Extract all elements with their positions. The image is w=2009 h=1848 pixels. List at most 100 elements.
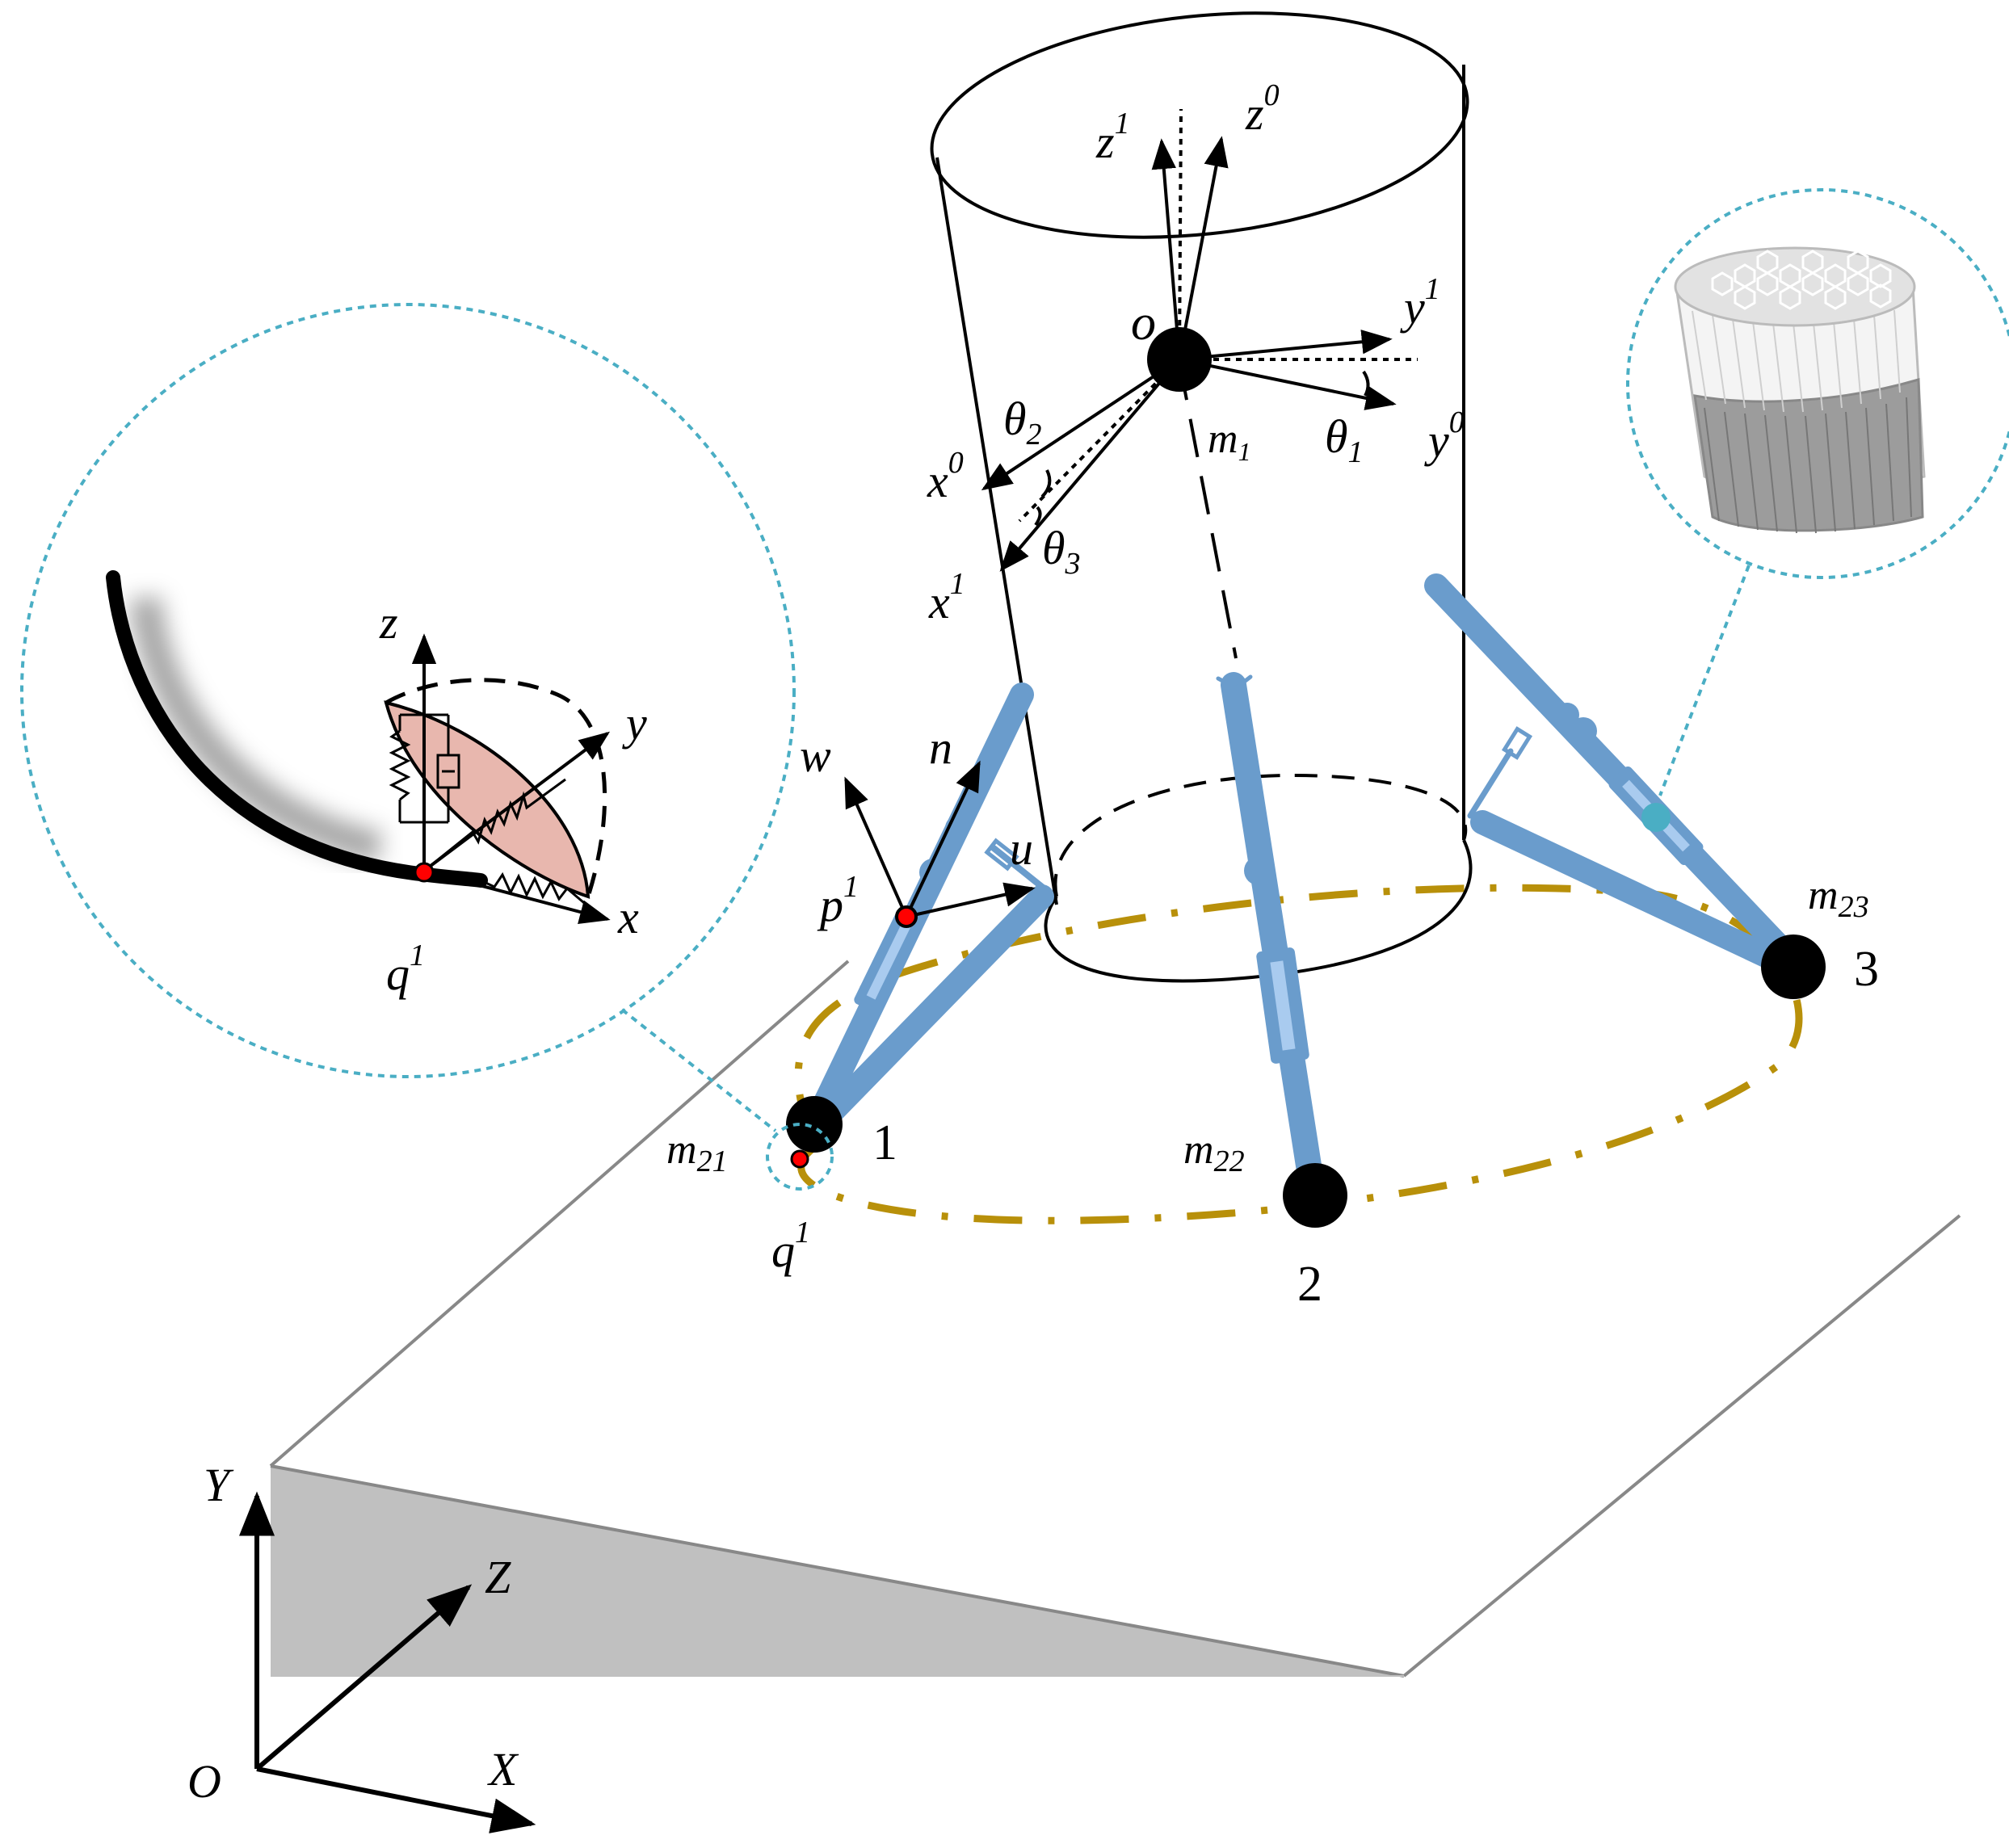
label-q1-inset: q1: [386, 939, 425, 1000]
axis-X-label: X: [487, 1743, 519, 1796]
theta2-arc: [1040, 469, 1052, 498]
foot-mass-m21: [786, 1096, 843, 1153]
leg1-damper: [984, 838, 1019, 872]
contact-lens: [384, 700, 591, 899]
label-theta1: θ1: [1325, 410, 1364, 469]
foot1-contact-zoom-circle: [766, 1123, 834, 1191]
foot-mass-m22: [1283, 1163, 1347, 1228]
label-m22: m22: [1183, 1127, 1245, 1178]
body-cylinder: [930, 11, 1473, 983]
leg1-local-frame: [844, 760, 1036, 918]
point-p1: [895, 905, 918, 928]
axis-O-label: O: [187, 1755, 221, 1808]
axis-y0-arrow: [1179, 358, 1397, 410]
material-connector-line: [1658, 565, 1751, 796]
leg2-joint: [1244, 856, 1273, 885]
label-n: n: [929, 721, 952, 774]
label-m1: m1: [1208, 416, 1251, 466]
theta3-arc: [1034, 506, 1042, 527]
axis-y1-arrow: [1179, 330, 1393, 361]
leg2-hip-mount: [1216, 674, 1253, 691]
label-o: o: [1131, 296, 1156, 351]
cylinder-left-edge: [935, 157, 1058, 905]
foot-mass-m23: [1761, 934, 1826, 999]
flexible-curve-shadow: [129, 596, 384, 864]
leg3-damper: [1501, 726, 1533, 760]
cylinder-bottom-back: [1053, 773, 1468, 897]
honeycomb-cylinder: [1674, 246, 1926, 534]
label-u: u: [1010, 822, 1033, 875]
theta1-arc: [1362, 370, 1370, 397]
axis-w-arrow: [844, 776, 908, 918]
leg1-hip-link: [990, 845, 1045, 890]
spring-horizontal: [480, 872, 595, 913]
x-reference-dotted: [1018, 358, 1181, 523]
leg3-material-marker: [1641, 803, 1671, 832]
axis-Y-label: Y: [204, 1459, 234, 1511]
axis-x-arrow: [256, 1766, 536, 1833]
leg1-rod-a: [805, 682, 1034, 1131]
inset-axis-y-arrow: [422, 731, 611, 872]
leg2-sleeve-highlight: [1270, 960, 1296, 1051]
label-w: w: [800, 729, 831, 782]
axis-z0-arrow: [1178, 136, 1229, 360]
axis-n-arrow: [905, 760, 981, 918]
cylinder-top-ellipse: [930, 11, 1469, 239]
axis-u-arrow: [906, 882, 1036, 918]
leg-1: [805, 682, 1054, 1139]
body-mass-m1: [1147, 327, 1212, 392]
label-inset-x: x: [617, 891, 639, 943]
vertical-reference-dotted: [1178, 108, 1183, 360]
label-m21: m21: [666, 1127, 728, 1178]
cylinder-bottom-front: [1044, 839, 1473, 983]
inset-axis-x-arrow: [423, 869, 611, 924]
label-foot2: 2: [1297, 1257, 1322, 1312]
leg1-rod-b: [805, 884, 1054, 1139]
leg3-joint-mid: [1570, 717, 1597, 745]
label-foot1: 1: [872, 1115, 897, 1170]
axis-Z-label: Z: [485, 1551, 511, 1603]
inset-connector-line: [620, 1008, 777, 1132]
inset-dashed-arc: [385, 678, 607, 897]
inset-zoom-circle: [20, 303, 796, 1078]
axis-z-arrow: [255, 1584, 473, 1771]
label-y1: y1: [1400, 272, 1440, 334]
cylinder-centre-axis: [1178, 361, 1238, 659]
foot-trajectory-ellipse: [794, 884, 1803, 1224]
axis-x0-arrow: [981, 358, 1181, 491]
world-axes: [239, 1491, 536, 1833]
leg2-rod: [1221, 672, 1326, 1204]
label-q1-main: q1: [771, 1216, 810, 1277]
leg3-rod-b: [1470, 810, 1793, 975]
body-frame: [981, 108, 1418, 572]
axis-z1-arrow: [1151, 138, 1181, 360]
label-z0: z0: [1245, 78, 1280, 140]
label-x0: x0: [927, 446, 964, 507]
label-z1: z1: [1095, 107, 1130, 168]
contact-model-inset: z y x q1: [20, 303, 796, 1132]
leg3-joint-upper: [1555, 703, 1579, 727]
label-x1: x1: [928, 567, 965, 628]
point-q1-main: [790, 1149, 809, 1169]
leg-3: [1424, 573, 1804, 975]
label-inset-y: y: [622, 697, 647, 750]
label-inset-z: z: [379, 596, 398, 649]
label-y0: y0: [1424, 405, 1465, 467]
floor: [269, 960, 1961, 1678]
material-inset: [1626, 188, 2009, 796]
floor-edge-right: [1402, 1214, 1961, 1678]
label-theta3: θ3: [1042, 522, 1081, 581]
label-m23: m23: [1808, 872, 1869, 924]
leg1-joint-mid: [919, 859, 947, 886]
label-p1: p1: [817, 870, 859, 931]
leg1-sleeve-highlight: [866, 922, 911, 1000]
floor-edge-front: [270, 1464, 1405, 1678]
label-foot3: 3: [1854, 942, 1879, 997]
label-theta2: θ2: [1003, 393, 1042, 452]
point-q1-inset: [414, 862, 435, 883]
leg3-rod-a: [1424, 573, 1804, 972]
leg-2: [1216, 672, 1326, 1204]
floor-edge-left: [269, 960, 850, 1468]
leg3-hip-link: [1467, 748, 1514, 819]
